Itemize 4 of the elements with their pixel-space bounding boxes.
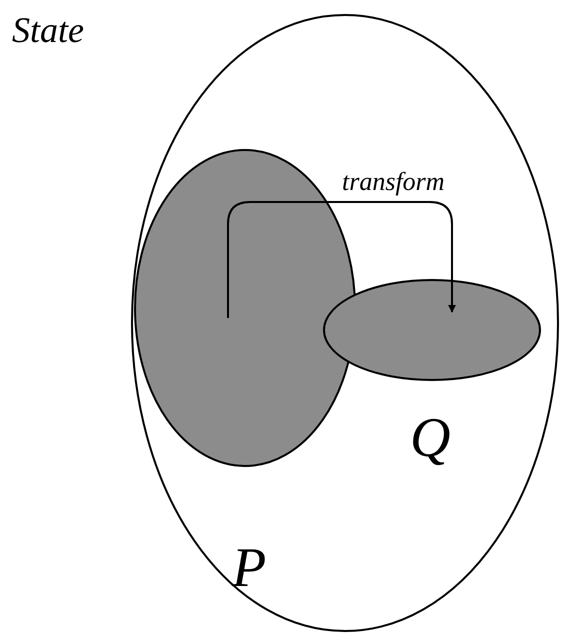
subset-label: Q [410,410,450,466]
subset-label: P [232,540,266,596]
curved-arrow [227,201,456,318]
set-label: State [12,12,84,48]
